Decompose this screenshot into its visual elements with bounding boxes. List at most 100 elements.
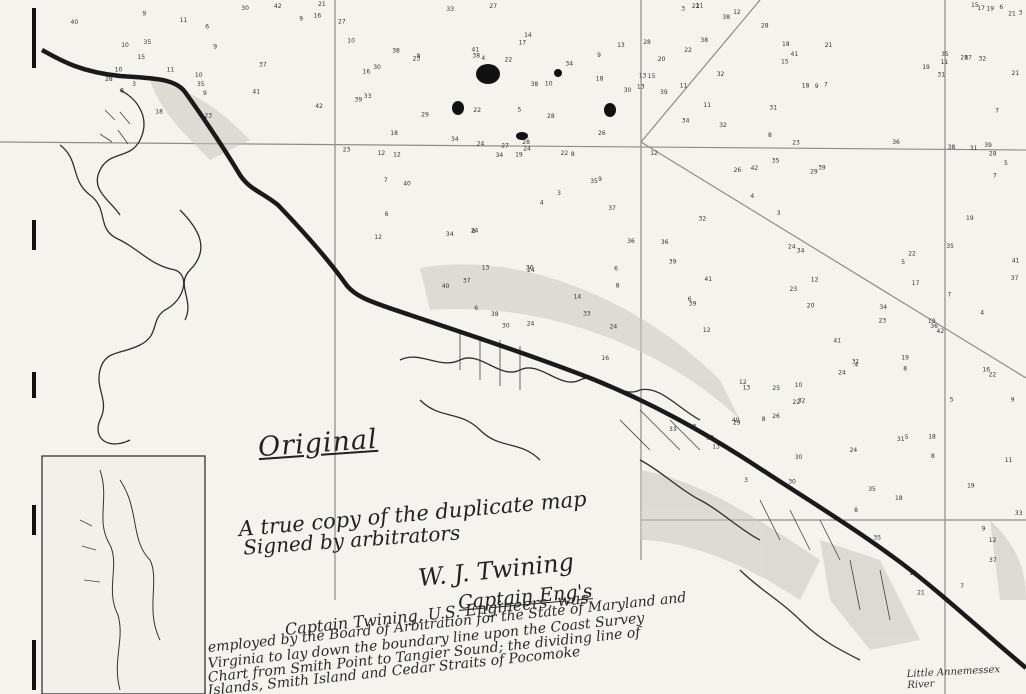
sounding-mark: 12 [703, 327, 711, 334]
sounding-mark: 24 [788, 243, 796, 250]
sounding-mark: 19 [515, 151, 523, 158]
sounding-mark: 9 [299, 16, 303, 23]
sounding-mark: 13 [712, 443, 720, 450]
sounding-mark: 29 [810, 168, 818, 175]
sounding-mark: 24 [610, 323, 618, 330]
sounding-mark: 8 [472, 228, 476, 235]
sounding-mark: 36 [526, 264, 534, 271]
sounding-mark: 11 [696, 3, 704, 10]
sounding-mark: 5 [1004, 160, 1008, 167]
sounding-mark: 38 [392, 47, 400, 54]
sounding-mark: 24 [527, 267, 535, 274]
sounding-mark: 12 [739, 379, 747, 386]
sounding-mark: 41 [472, 46, 480, 53]
sounding-mark: 36 [930, 323, 938, 330]
sounding-mark: 9 [142, 11, 146, 18]
sounding-mark: 10 [121, 42, 129, 49]
sounding-mark: 3 [744, 477, 748, 484]
sounding-mark: 34 [879, 304, 887, 311]
sounding-mark: 10 [115, 67, 123, 74]
sounding-mark: 40 [732, 417, 740, 424]
sounding-mark: 31 [970, 145, 978, 152]
sounding-mark: 4 [980, 310, 984, 317]
sounding-mark: 39 [669, 259, 677, 266]
sounding-mark: 38 [491, 311, 499, 318]
sounding-mark: 10 [795, 382, 803, 389]
sounding-mark: 20 [658, 56, 666, 63]
sounding-mark: 34 [797, 248, 805, 255]
sounding-mark: 24 [471, 227, 479, 234]
sounding-mark: 37 [608, 205, 616, 212]
sounding-mark: 11 [167, 66, 175, 73]
sounding-mark: 3 [777, 210, 781, 217]
sounding-mark: 4 [540, 199, 544, 206]
sounding-mark: 12 [374, 234, 382, 241]
sounding-mark: 35 [946, 243, 954, 250]
sounding-mark: 28 [643, 39, 651, 46]
sounding-mark: 29 [421, 111, 429, 118]
sounding-mark: 34 [565, 60, 573, 67]
sounding-mark: 37 [463, 277, 471, 284]
sounding-mark: 11 [180, 17, 188, 24]
sounding-mark: 21 [1012, 70, 1020, 77]
sounding-mark: 9 [815, 83, 819, 90]
sounding-mark: 16 [982, 367, 990, 374]
sounding-mark: 22 [684, 47, 692, 54]
sounding-mark: 16 [363, 69, 371, 76]
sounding-mark: 32 [717, 71, 725, 78]
sounding-mark: 11 [941, 59, 949, 66]
sounding-mark: 9 [213, 43, 217, 50]
sounding-mark: 8 [571, 151, 575, 158]
sounding-mark: 30 [373, 64, 381, 71]
land-shading [150, 80, 1026, 650]
sounding-mark: 21 [917, 590, 925, 597]
sounding-mark: 31 [852, 358, 860, 365]
sounding-mark: 42 [937, 328, 945, 335]
sounding-mark: 9 [203, 90, 207, 97]
sounding-mark: 29 [733, 420, 741, 427]
sounding-mark: 4 [481, 55, 485, 62]
sounding-mark: 24 [850, 447, 858, 454]
sounding-mark: 30 [795, 454, 803, 461]
sounding-mark: 26 [734, 167, 742, 174]
sounding-mark: 35 [772, 158, 780, 165]
sounding-mark: 30 [788, 479, 796, 486]
sounding-mark: 11 [703, 102, 711, 109]
sounding-mark: 15 [648, 73, 656, 80]
sounding-mark: 41 [1012, 257, 1020, 264]
sounding-mark: 19 [928, 318, 936, 325]
sounding-mark: 40 [442, 283, 450, 290]
sounding-mark: 7 [960, 583, 964, 590]
sounding-mark: 8 [768, 132, 772, 139]
sounding-mark: 12 [733, 9, 741, 16]
sounding-mark: 31 [897, 436, 905, 443]
sounding-mark: 8 [762, 416, 766, 423]
sounding-mark: 25 [772, 385, 780, 392]
sounding-mark: 42 [274, 3, 282, 10]
sounding-mark: 9 [982, 526, 986, 533]
sounding-mark: 3 [1019, 10, 1023, 17]
sounding-mark: 22 [989, 372, 997, 379]
sounding-mark: 33 [669, 426, 677, 433]
sounding-mark: 22 [692, 3, 700, 10]
sounding-mark: 18 [802, 83, 810, 90]
sounding-mark: 5 [950, 396, 954, 403]
sounding-mark: 31 [937, 71, 945, 78]
left-edge-ticks [32, 8, 36, 690]
sounding-mark: 24 [477, 141, 485, 148]
sounding-mark: 15 [971, 2, 979, 9]
sounding-mark: 13 [637, 84, 645, 91]
sounding-mark: 3 [132, 81, 136, 88]
sounding-mark: 34 [451, 136, 459, 143]
sounding-mark: 36 [661, 239, 669, 246]
sounding-mark: 23 [879, 318, 887, 325]
sounding-mark: 7 [995, 108, 999, 115]
sounding-mark: 35 [941, 51, 949, 58]
sounding-mark: 8 [616, 282, 620, 289]
sounding-mark: 18 [155, 109, 163, 116]
sounding-mark: 5 [901, 259, 905, 266]
sounding-mark: 34 [496, 152, 504, 159]
sounding-mark: 19 [966, 215, 974, 222]
